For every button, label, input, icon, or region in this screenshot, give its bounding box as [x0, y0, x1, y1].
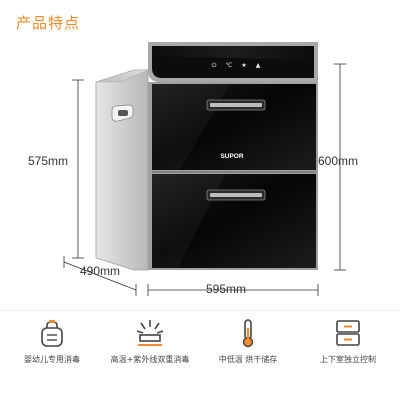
- product-illustration: ⏻ ℃ ★ ▲ SUPOR: [63, 42, 346, 296]
- control-panel: [148, 42, 318, 82]
- panel-button-2: ★: [241, 62, 246, 69]
- panel-buttons: ⏻ ℃ ★ ▲: [212, 62, 261, 69]
- baby-bottle-icon: [41, 320, 63, 347]
- feature-label: 上下室独立控制: [320, 355, 376, 364]
- upper-drawer: [148, 82, 318, 172]
- drawers-icon: [336, 320, 360, 346]
- thermometer-icon: [242, 319, 254, 348]
- uv-lamp-icon: [136, 320, 164, 346]
- feature-independent-control: 上下室独立控制: [300, 318, 396, 388]
- dimension-width: 595mm: [206, 282, 247, 296]
- feature-label: 高温+紫外线双重消毒: [110, 355, 190, 364]
- section-divider: [0, 310, 400, 311]
- dimension-height-total: 600mm: [318, 154, 359, 168]
- brand-logo: SUPOR: [220, 153, 243, 160]
- cabinet-body: [95, 69, 149, 271]
- feature-dual-sterilize: 高温+紫外线双重消毒: [102, 318, 198, 388]
- feature-drying: 中低温 烘干储存: [200, 318, 296, 388]
- panel-button-1: ℃: [226, 62, 233, 69]
- dimension-lines: [63, 63, 346, 296]
- feature-label: 婴幼儿专用消毒: [24, 355, 80, 364]
- panel-button-0: ⏻: [212, 62, 217, 69]
- dimension-height-body: 575mm: [28, 154, 69, 168]
- feature-label: 中低温 烘干储存: [218, 355, 278, 364]
- page-title: 产品特点: [16, 14, 81, 32]
- panel-button-3: ▲: [256, 62, 261, 69]
- lower-drawer: [148, 172, 318, 270]
- dimension-depth: 490mm: [80, 264, 121, 278]
- feature-baby-sterilize: 婴幼儿专用消毒: [4, 318, 100, 388]
